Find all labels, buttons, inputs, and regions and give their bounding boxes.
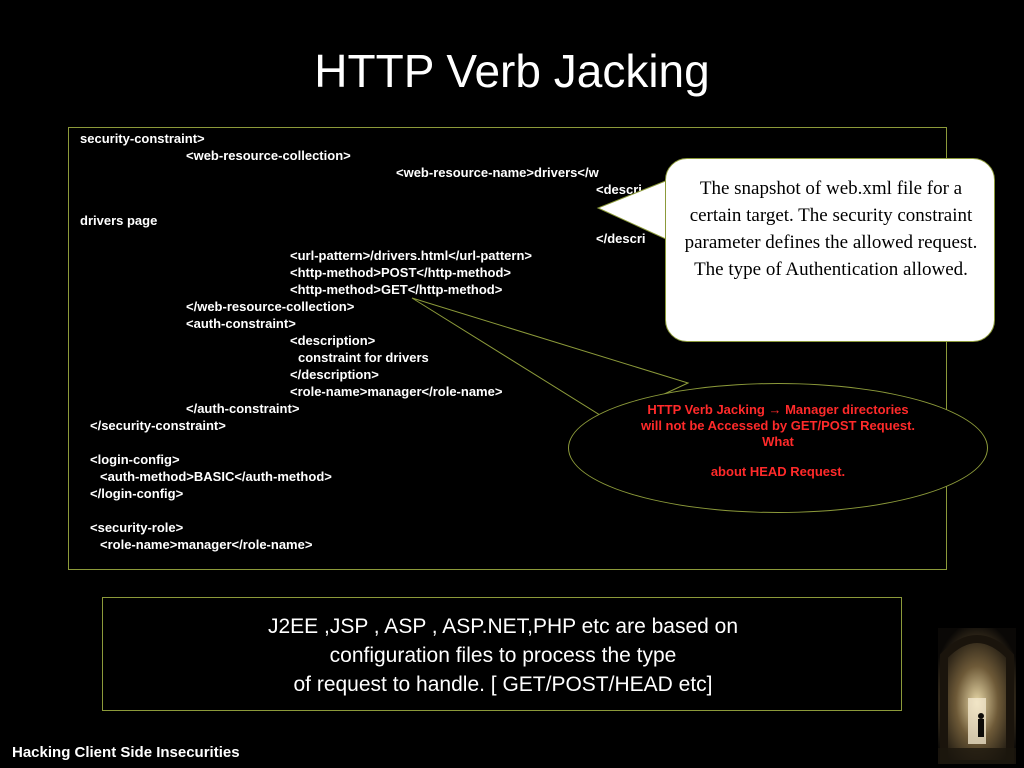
slide-title: HTTP Verb Jacking bbox=[314, 45, 710, 97]
code-line: <url-pattern>/drivers.html</url-pattern> bbox=[290, 248, 533, 263]
code-line: <auth-method>BASIC</auth-method> bbox=[100, 469, 332, 484]
footer-text: Hacking Client Side Insecurities bbox=[12, 744, 240, 761]
callout-text: The snapshot of web.xml file for a certa… bbox=[684, 178, 978, 280]
code-line: constraint for drivers bbox=[298, 350, 429, 365]
code-line: </web-resource-collection> bbox=[186, 299, 355, 314]
code-line: <web-resource-name>drivers</w bbox=[396, 165, 599, 180]
code-line: drivers page bbox=[80, 213, 158, 228]
code-line: </security-constraint> bbox=[90, 418, 226, 433]
code-line: <descri bbox=[596, 182, 642, 197]
code-line: <login-config> bbox=[90, 452, 180, 467]
summary-box: J2EE ,JSP , ASP , ASP.NET,PHP etc are ba… bbox=[102, 597, 902, 711]
code-line: <description> bbox=[290, 333, 376, 348]
code-line: security-constraint> bbox=[80, 131, 205, 146]
code-line: <role-name>manager</role-name> bbox=[100, 537, 313, 552]
code-line: <role-name>manager</role-name> bbox=[290, 384, 503, 399]
code-line: </description> bbox=[290, 367, 379, 382]
corridor-photo bbox=[938, 628, 1016, 764]
callout-box: The snapshot of web.xml file for a certa… bbox=[665, 158, 995, 342]
code-line: <security-role> bbox=[90, 520, 184, 535]
summary-line: configuration files to process the type bbox=[329, 644, 677, 667]
code-line: <http-method>POST</http-method> bbox=[290, 265, 511, 280]
code-line: </login-config> bbox=[90, 486, 184, 501]
summary-line: J2EE ,JSP , ASP , ASP.NET,PHP etc are ba… bbox=[267, 615, 739, 638]
code-line: </auth-constraint> bbox=[186, 401, 300, 416]
corridor-image bbox=[938, 628, 1016, 764]
ellipse-text: about HEAD Request. bbox=[710, 464, 846, 479]
code-line: </descri bbox=[596, 231, 646, 246]
code-line: <web-resource-collection> bbox=[186, 148, 351, 163]
code-box bbox=[68, 127, 947, 570]
summary-line: of request to handle. [ GET/POST/HEAD et… bbox=[293, 673, 713, 696]
summary-text: J2EE ,JSP , ASP , ASP.NET,PHP etc are ba… bbox=[103, 612, 903, 699]
code-line: <auth-constraint> bbox=[186, 316, 296, 331]
ellipse-callout bbox=[568, 383, 988, 513]
ellipse-text: HTTP Verb Jacking → Manager directories … bbox=[640, 402, 916, 449]
code-line: <http-method>GET</http-method> bbox=[290, 282, 503, 297]
